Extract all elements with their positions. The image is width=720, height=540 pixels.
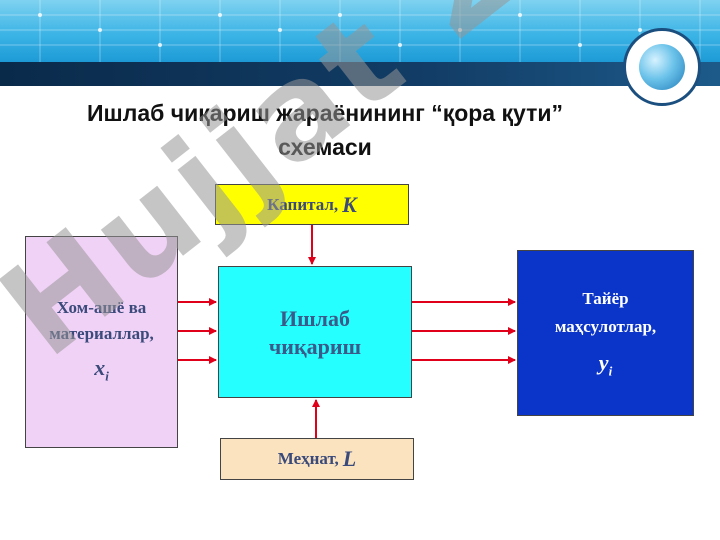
finished-products-label-2: маҳсулотлар,	[554, 317, 657, 336]
labor-variable: L	[342, 446, 357, 471]
header-stripe	[0, 62, 720, 86]
raw-materials-variable: xi	[94, 354, 109, 384]
raw-materials-label-1: Хом-ашё ва	[56, 297, 147, 317]
finished-products-box: Тайёр маҳсулотлар, yi	[517, 250, 694, 416]
slide-title: Ишлаб чиқариш жараёнининг “қора қути” сх…	[87, 100, 563, 160]
labor-label: Меҳнат,	[277, 449, 339, 468]
logo	[623, 28, 701, 106]
labor-box: Меҳнат, L	[220, 438, 414, 480]
production-label-1: Ишлаб	[279, 306, 351, 331]
capital-variable: K	[342, 191, 357, 217]
production-box: Ишлаб чиқариш	[218, 266, 412, 398]
finished-products-variable: yi	[598, 350, 613, 379]
capital-box: Капитал, K	[215, 184, 409, 225]
globe-icon	[639, 44, 685, 90]
header-banner	[0, 0, 720, 62]
finished-products-label-1: Тайёр	[582, 289, 629, 308]
production-label-2: чиқариш	[268, 334, 362, 359]
capital-label: Капитал,	[267, 194, 339, 214]
banner-pattern	[0, 0, 720, 62]
raw-materials-box: Хом-ашё ва материаллар, xi	[25, 236, 178, 448]
raw-materials-label-2: материаллар,	[49, 323, 154, 343]
